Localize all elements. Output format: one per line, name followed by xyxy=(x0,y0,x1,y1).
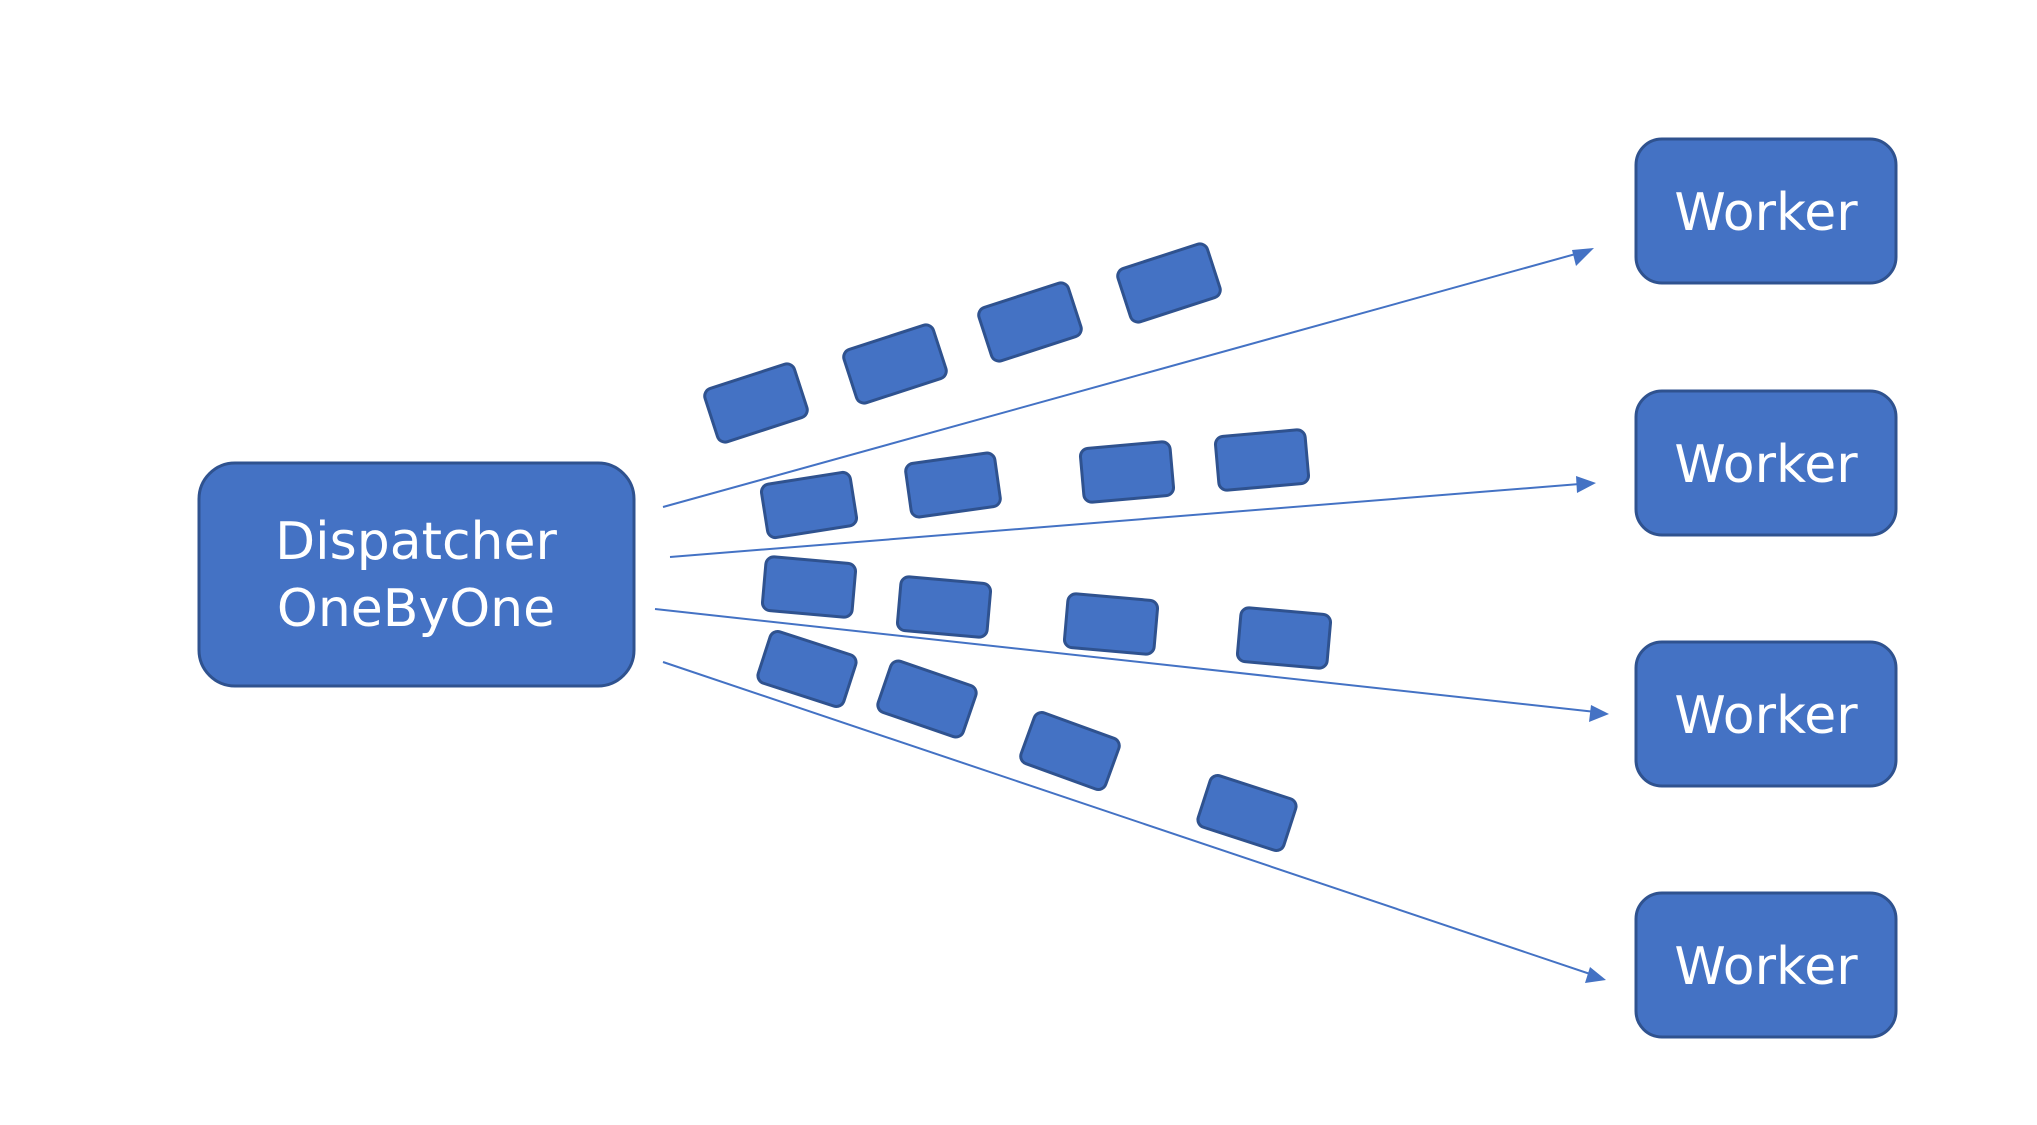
arrow-line xyxy=(662,249,1591,508)
message-packet xyxy=(1235,606,1333,670)
worker-box xyxy=(1634,891,1898,1039)
arrowhead-icon xyxy=(1589,705,1609,722)
message-packet xyxy=(1213,428,1311,492)
message-packet xyxy=(895,575,993,639)
worker-node-2: Worker xyxy=(1634,389,1898,537)
message-packet xyxy=(1078,440,1176,504)
message-packet xyxy=(703,362,809,444)
message-packet xyxy=(759,470,859,540)
arrow-line xyxy=(662,661,1603,979)
arrow-to-worker-1 xyxy=(662,248,1594,508)
message-packet xyxy=(1019,710,1121,792)
worker-label: Worker xyxy=(1674,183,1858,243)
dispatcher-label-line1: Dispatcher xyxy=(275,512,557,572)
message-packet xyxy=(1196,773,1298,853)
worker-label: Worker xyxy=(1674,435,1858,495)
message-packet xyxy=(842,323,948,405)
dispatch-arrows xyxy=(654,248,1609,983)
worker-label: Worker xyxy=(1674,686,1858,746)
worker-box xyxy=(1634,640,1898,788)
arrow-line xyxy=(654,608,1606,714)
message-packet xyxy=(760,555,858,619)
arrow-to-worker-2 xyxy=(669,476,1596,558)
arrow-to-worker-4 xyxy=(662,661,1606,983)
worker-box xyxy=(1634,137,1898,285)
arrow-line xyxy=(669,482,1593,558)
message-packet xyxy=(1116,242,1222,324)
worker-node-1: Worker xyxy=(1634,137,1898,285)
arrowhead-icon xyxy=(1572,248,1594,266)
arrow-to-worker-3 xyxy=(654,608,1609,722)
worker-label: Worker xyxy=(1674,937,1858,997)
dispatcher-node: Dispatcher OneByOne xyxy=(197,461,636,688)
dispatcher-label-line2: OneByOne xyxy=(277,579,555,639)
message-packet xyxy=(904,451,1002,519)
worker-node-4: Worker xyxy=(1634,891,1898,1039)
message-packet xyxy=(876,659,978,739)
message-packet xyxy=(756,629,858,709)
message-packet xyxy=(977,281,1083,363)
message-packets xyxy=(703,242,1333,853)
worker-box xyxy=(1634,389,1898,537)
worker-node-3: Worker xyxy=(1634,640,1898,788)
message-packet xyxy=(1062,592,1160,656)
dispatcher-box xyxy=(197,461,636,688)
arrowhead-icon xyxy=(1576,476,1596,493)
arrowhead-icon xyxy=(1585,967,1606,983)
